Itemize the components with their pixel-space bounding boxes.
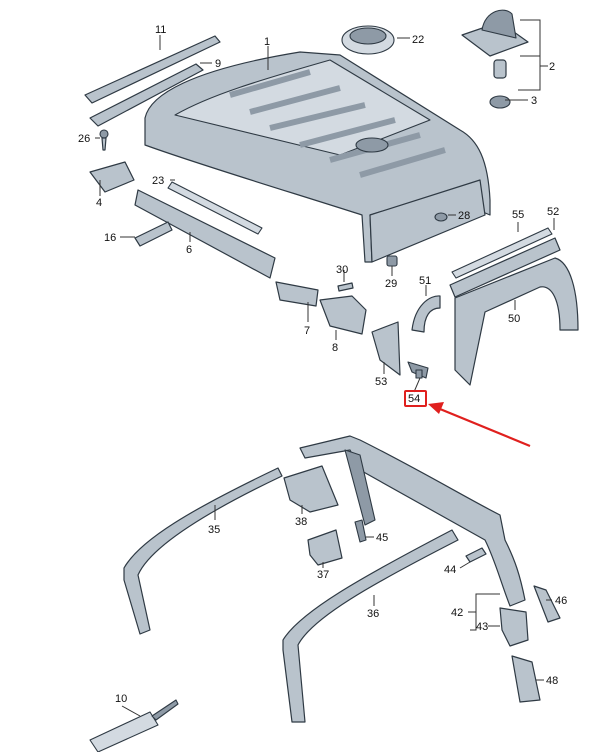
callout-26: 26: [78, 133, 90, 145]
bracket-54-part[interactable]: [407, 361, 429, 379]
side-panel-50-part[interactable]: [454, 257, 579, 386]
bracket-8-part[interactable]: [319, 295, 367, 335]
callout-46: 46: [555, 595, 567, 607]
red-arrow-head: [428, 402, 444, 414]
callout-42: 42: [451, 607, 463, 619]
callout-36: 36: [367, 608, 379, 620]
callout-45: 45: [376, 532, 388, 544]
rod-23-part[interactable]: [167, 181, 263, 235]
callout-9: 9: [215, 58, 221, 70]
callout-53: 53: [375, 376, 387, 388]
round-cap-part[interactable]: [341, 25, 395, 55]
callout-37: 37: [317, 569, 329, 581]
nut-29-part[interactable]: [386, 255, 398, 267]
callout-22: 22: [412, 34, 424, 46]
callout-10: 10: [115, 693, 127, 705]
callout-51: 51: [419, 275, 431, 287]
bracket-7-part[interactable]: [275, 281, 319, 307]
callout-48: 48: [546, 675, 558, 687]
callout-52: 52: [547, 206, 559, 218]
bracket-37-part[interactable]: [307, 529, 343, 566]
roof-rail-11-part[interactable]: [84, 35, 221, 104]
callout-30: 30: [336, 264, 348, 276]
plate-48-part[interactable]: [511, 655, 541, 703]
leader-lines: [95, 19, 555, 717]
gusset-38-part[interactable]: [283, 465, 339, 513]
callout-1: 1: [264, 36, 270, 48]
corner-51-part[interactable]: [411, 295, 441, 333]
callout-7: 7: [304, 325, 310, 337]
screw-26-part[interactable]: [99, 129, 109, 151]
screw-44-part[interactable]: [465, 547, 487, 563]
gusset-53-part[interactable]: [371, 321, 401, 376]
beam-6-part[interactable]: [134, 189, 276, 279]
gas-spring-10-part[interactable]: [89, 699, 179, 752]
callout-54: 54: [408, 393, 420, 405]
callout-16: 16: [104, 232, 116, 244]
red-arrow-line: [439, 407, 531, 448]
callout-44: 44: [444, 564, 456, 576]
highlight-box-54: [404, 390, 427, 407]
bracket-43-part[interactable]: [499, 607, 529, 647]
arch-35-part[interactable]: [123, 467, 283, 635]
callout-29: 29: [385, 278, 397, 290]
roof-panel-part[interactable]: [144, 51, 491, 263]
callout-2: 2: [549, 61, 555, 73]
callout-55: 55: [512, 209, 524, 221]
callout-3: 3: [531, 95, 537, 107]
bolt-30-part[interactable]: [337, 282, 354, 292]
seal-strip-55-part[interactable]: [451, 227, 553, 279]
callout-labels: 1 22 2 3 11 9 26 4 23 6 16 7 8 30 29 28 …: [78, 24, 567, 705]
callout-50: 50: [508, 313, 520, 325]
callout-8: 8: [332, 342, 338, 354]
bracket-4-part[interactable]: [89, 161, 135, 193]
plate-46-part[interactable]: [533, 585, 561, 623]
clip-45-part[interactable]: [354, 519, 367, 543]
roof-rail-9-part[interactable]: [89, 63, 204, 127]
callout-6: 6: [186, 244, 192, 256]
callout-4: 4: [96, 197, 102, 209]
callout-23: 23: [152, 175, 164, 187]
arch-36-part[interactable]: [282, 529, 459, 723]
rear-frame-42-part[interactable]: [299, 435, 526, 607]
bracket-16-part[interactable]: [134, 221, 173, 247]
callout-28: 28: [458, 210, 470, 222]
rail-52-part[interactable]: [449, 237, 561, 298]
antenna-base-part[interactable]: [461, 9, 529, 109]
highlight-marker: [404, 390, 531, 448]
callout-43: 43: [476, 621, 488, 633]
callout-35: 35: [208, 524, 220, 536]
callout-11: 11: [155, 24, 166, 36]
grommet-28-part[interactable]: [434, 212, 448, 222]
callout-38: 38: [295, 516, 307, 528]
